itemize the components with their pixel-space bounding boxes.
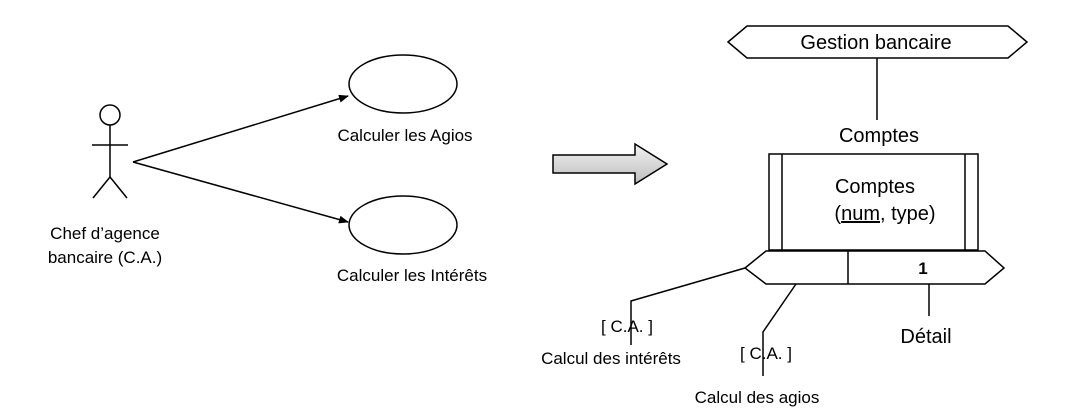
class-name: Comptes (835, 176, 915, 198)
attr-identifier: num (841, 203, 880, 225)
link-label: Comptes (839, 125, 919, 147)
cardinality: 1 (918, 259, 927, 278)
process-title: Gestion bancaire (800, 32, 951, 54)
use-case-interets (348, 195, 458, 255)
actor-label-line2: bancaire (C.A.) (48, 248, 162, 267)
actor-label-line1: Chef d’agence (50, 224, 160, 243)
class-box (768, 153, 979, 251)
role-links (630, 267, 930, 376)
process-hexagon (726, 25, 1029, 59)
attr-open-paren: ( (834, 203, 841, 225)
role-interets-actor: [ C.A. ] (601, 317, 653, 336)
role-interets-label: Calcul des intérêts (541, 349, 681, 368)
role-agios-actor: [ C.A. ] (740, 344, 792, 363)
transformation-arrow (552, 142, 669, 186)
use-case-interets-label: Calculer les Intérêts (337, 266, 487, 285)
use-case-agios (348, 54, 458, 114)
use-case-agios-label: Calculer les Agios (337, 126, 472, 145)
role-link-interets (630, 267, 746, 345)
association-agios (132, 94, 349, 163)
role-agios-label: Calcul des agios (695, 388, 820, 407)
association-interets (132, 161, 349, 224)
attr-rest: , type) (880, 203, 936, 225)
class-attributes: (num, type) (834, 203, 935, 225)
relations-bar (743, 250, 1006, 285)
actor-head (99, 104, 121, 126)
actor-figure (92, 104, 128, 199)
actor-left-leg (92, 176, 111, 199)
detail-label: Détail (900, 326, 951, 348)
actor-right-leg (109, 176, 128, 199)
role-link-agios (762, 283, 797, 376)
